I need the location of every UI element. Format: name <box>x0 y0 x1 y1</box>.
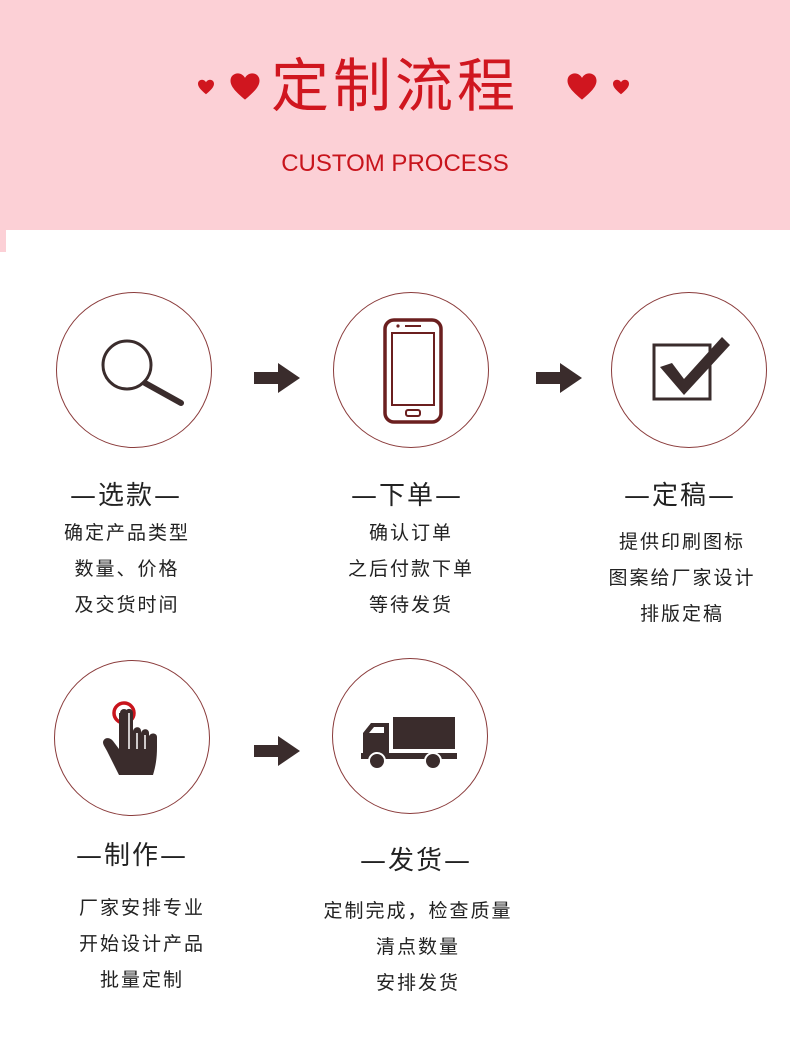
tap-hand-icon <box>103 701 157 775</box>
step-circle-order <box>333 292 489 448</box>
step-desc-line: 清点数量 <box>375 936 460 958</box>
step-desc-select: 确定产品类型 数量、价格 及交货时间 <box>7 515 247 623</box>
step-desc-line: 厂家安排专业 <box>78 897 205 919</box>
step-title-select: —选款— <box>69 481 182 511</box>
step-desc-line: 等待发货 <box>368 594 453 616</box>
step-desc-line: 提供印刷图标 <box>618 531 745 553</box>
step-desc-line: 定制完成，检查质量 <box>323 900 513 922</box>
heart-icon-small-right <box>613 79 629 95</box>
step-desc-produce: 厂家安排专业 开始设计产品 批量定制 <box>22 890 262 998</box>
magnifier-icon <box>101 339 184 406</box>
step-desc-line: 图案给厂家设计 <box>608 567 756 589</box>
step-desc-ship: 定制完成，检查质量 清点数量 安排发货 <box>298 893 538 1001</box>
step-desc-line: 数量、价格 <box>74 558 180 580</box>
checkbox-icon <box>652 337 730 401</box>
arrow-right-icon <box>254 736 300 766</box>
step-desc-line: 确认订单 <box>368 522 453 544</box>
step-circle-produce <box>54 660 210 816</box>
step-title-produce: —制作— <box>75 841 188 871</box>
step-title-finalize: —定稿— <box>623 481 736 511</box>
truck-icon <box>361 717 457 770</box>
page-title: 定制流程 <box>270 52 519 120</box>
smartphone-icon <box>383 318 443 424</box>
step-desc-finalize: 提供印刷图标 图案给厂家设计 排版定稿 <box>562 524 790 632</box>
step-circle-ship <box>332 658 488 814</box>
step-desc-line: 安排发货 <box>375 972 460 994</box>
step-desc-line: 确定产品类型 <box>63 522 190 544</box>
heart-icon-large-left <box>230 73 260 100</box>
heart-icon-large-right <box>567 73 597 100</box>
step-desc-line: 开始设计产品 <box>78 933 205 955</box>
header-banner <box>0 0 790 230</box>
step-title-order: —下单— <box>350 481 463 511</box>
step-desc-line: 批量定制 <box>99 969 184 991</box>
step-desc-line: 及交货时间 <box>74 594 180 616</box>
step-circle-select <box>56 292 212 448</box>
heart-icon-small-left <box>198 79 214 95</box>
arrow-right-icon <box>254 363 300 393</box>
page-subtitle: CUSTOM PROCESS <box>281 150 509 177</box>
step-desc-line: 之后付款下单 <box>347 558 474 580</box>
banner-notch <box>0 222 6 252</box>
step-desc-order: 确认订单 之后付款下单 等待发货 <box>291 515 531 623</box>
arrow-right-icon <box>536 363 582 393</box>
step-title-ship: —发货— <box>359 846 472 876</box>
step-circle-finalize <box>611 292 767 448</box>
step-desc-line: 排版定稿 <box>639 603 724 625</box>
